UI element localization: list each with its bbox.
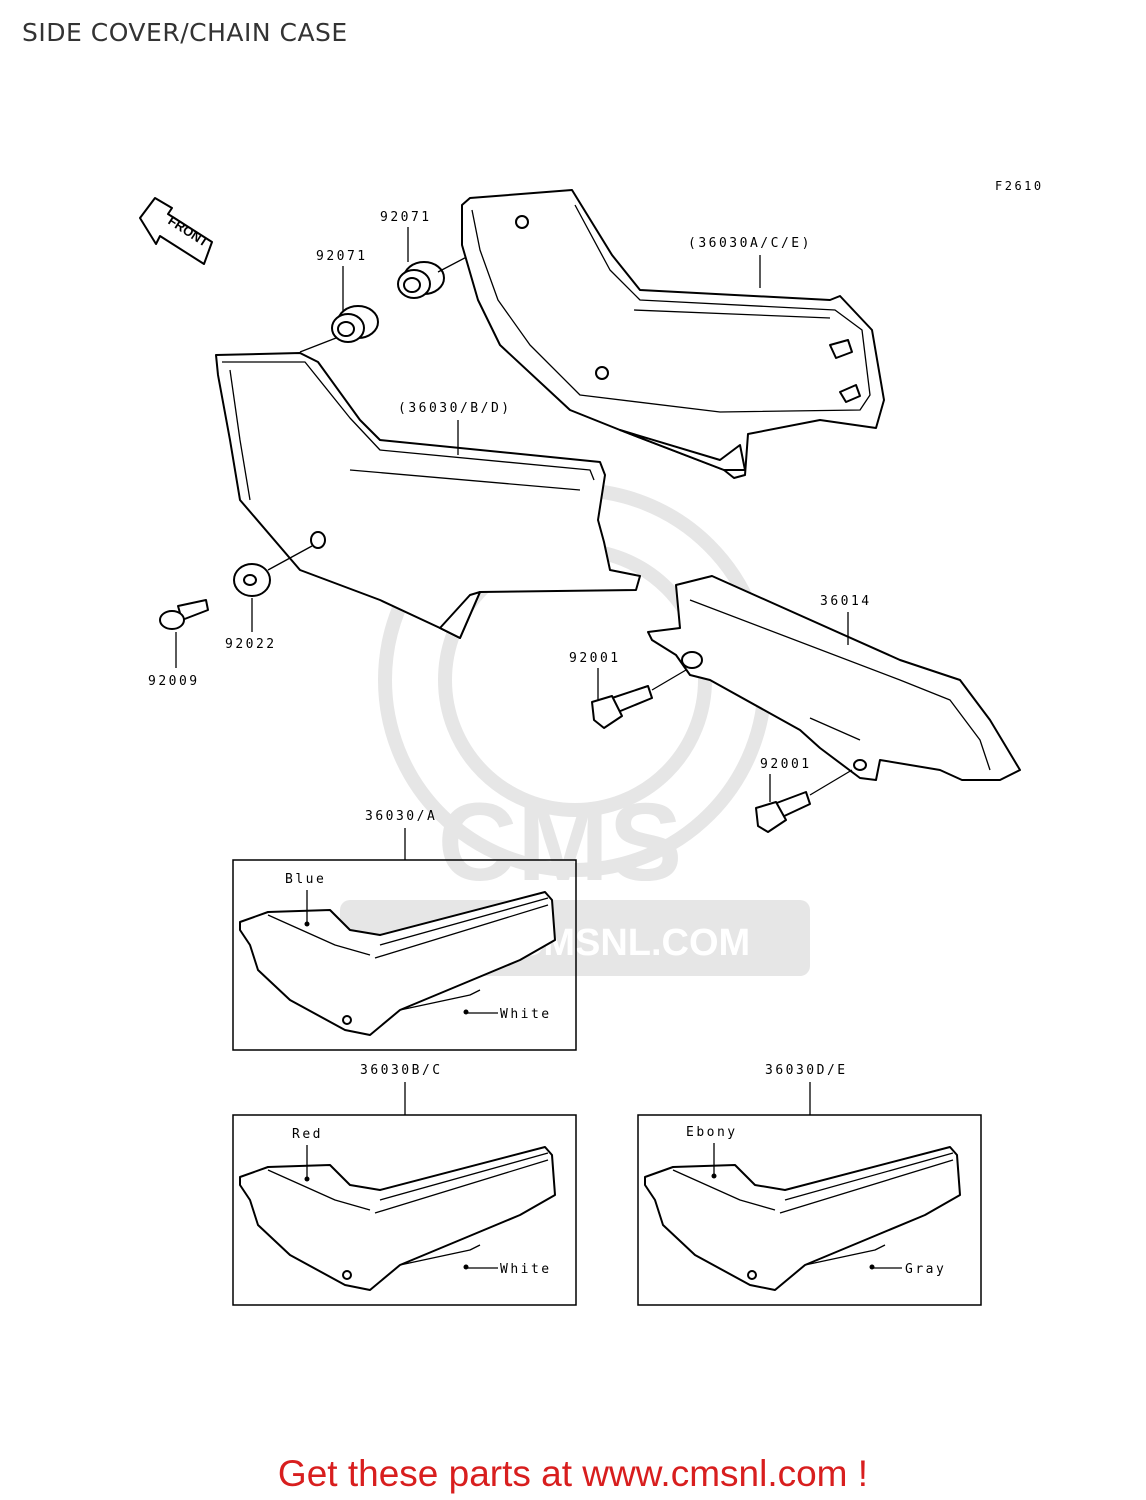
side-cover-left-label: (36030/B/D) [398, 401, 512, 416]
side-cover-right: (36030A/C/E) [461, 189, 885, 479]
bolt-lower-head [755, 801, 787, 833]
washer-label: 92022 [225, 637, 277, 652]
side-cover-right-label: (36030A/C/E) [688, 236, 812, 251]
grommet-right-label: 92071 [380, 210, 432, 225]
variant-box-3: 36030D/E Ebony Gray [637, 1063, 982, 1306]
washer: 92022 [225, 545, 313, 652]
variant-2-lower: White [500, 1262, 552, 1277]
bolt-lower-label: 92001 [760, 757, 812, 772]
side-cover-left: (36030/B/D) [215, 352, 641, 639]
front-arrow-icon: FRONT [139, 197, 213, 265]
variant-2-upper: Red [292, 1127, 323, 1142]
footer-link[interactable]: Get these parts at www.cmsnl.com ! [277, 1453, 869, 1494]
screw-head [159, 610, 185, 630]
variant-box-2: 36030B/C Red White [232, 1063, 577, 1306]
screw-label: 92009 [148, 674, 200, 689]
variant-2-part: 36030B/C [360, 1063, 443, 1078]
bolt-upper-head [591, 695, 623, 729]
bolt-lower: 92001 [755, 757, 853, 833]
variant-3-lower: Gray [905, 1262, 946, 1277]
grommet-left-label: 92071 [316, 249, 368, 264]
grommet-left: 92071 [299, 249, 379, 353]
figure-code: F2610 [995, 179, 1044, 193]
bolt-upper: 92001 [569, 651, 687, 729]
page-title: SIDE COVER/CHAIN CASE [22, 18, 348, 47]
variant-box-1: 36030/A Blue White [232, 809, 577, 1051]
screw: 92009 [148, 599, 209, 689]
variant-1-upper: Blue [285, 872, 326, 887]
watermark-brand: CMS [438, 781, 682, 904]
variant-1-part: 36030/A [365, 809, 437, 824]
variant-3-upper: Ebony [686, 1125, 738, 1140]
variant-1-lower: White [500, 1007, 552, 1022]
bolt-upper-label: 92001 [569, 651, 621, 666]
chain-case: 36014 [647, 575, 1021, 781]
variant-3-part: 36030D/E [765, 1063, 848, 1078]
chain-case-label: 36014 [820, 594, 872, 609]
